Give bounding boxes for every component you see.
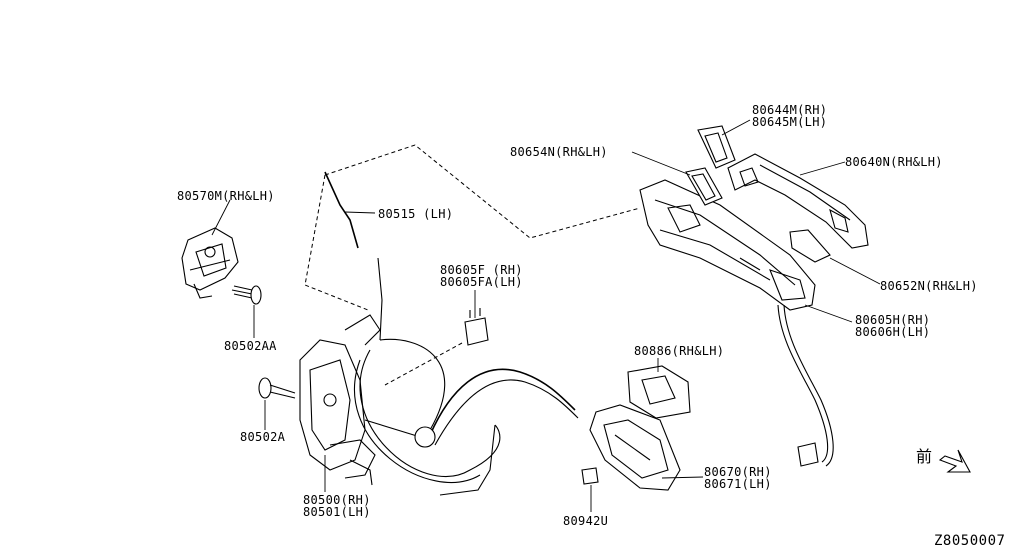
bracket-80570m [181,227,239,299]
label-80605h: 80605H(RH) [855,313,931,327]
label-80605f: 80605F (RH) [440,263,523,277]
label-80671: 80671(LH) [704,477,772,491]
door-lock-80500 [299,314,381,486]
dashed-link-rod [324,144,641,239]
outside-handle-80640n [727,153,869,249]
label-80502aa: 80502AA [224,339,277,353]
pad-80886 [627,365,691,419]
label-80501: 80501(LH) [303,505,371,519]
front-arrow-icon [938,449,971,473]
wire-harness [777,304,834,467]
escutcheon-80644m [697,125,736,169]
handle-frame-80605h [639,179,816,311]
label-80942u: 80942U [563,514,609,528]
screw-80502aa [231,285,262,305]
leader-lines [211,119,881,512]
label-80606h: 80606H(LH) [855,325,931,339]
label-80654n: 80654N(RH&LH) [510,145,608,159]
cables [353,257,579,496]
dashed-link-cable [304,174,369,311]
label-80570m: 80570M(RH&LH) [177,189,275,203]
label-80502a: 80502A [240,430,286,444]
inside-handle-80670 [589,404,681,491]
label-80670: 80670(RH) [704,465,772,479]
label-80605fa: 80605FA(LH) [440,275,523,289]
label-80640n: 80640N(RH&LH) [845,155,943,169]
clip-80942u [581,467,599,485]
label-80500: 80500(RH) [303,493,371,507]
label-80652n: 80652N(RH&LH) [880,279,978,293]
dashed-link-clip [384,342,463,386]
clip-80605f [464,308,489,346]
label-80515: 80515 (LH) [378,207,454,221]
diagram-code: Z8050007 [934,533,1006,549]
front-arrow-label: 前 [916,447,933,466]
label-80644m: 80644M(RH) [752,103,828,117]
label-80645m: 80645M(LH) [752,115,828,129]
label-80886: 80886(RH&LH) [634,344,725,358]
rod-80515 [324,171,359,249]
gasket-80652n [789,229,831,263]
gasket-80654n [685,167,723,206]
screw-80502a [258,377,296,399]
